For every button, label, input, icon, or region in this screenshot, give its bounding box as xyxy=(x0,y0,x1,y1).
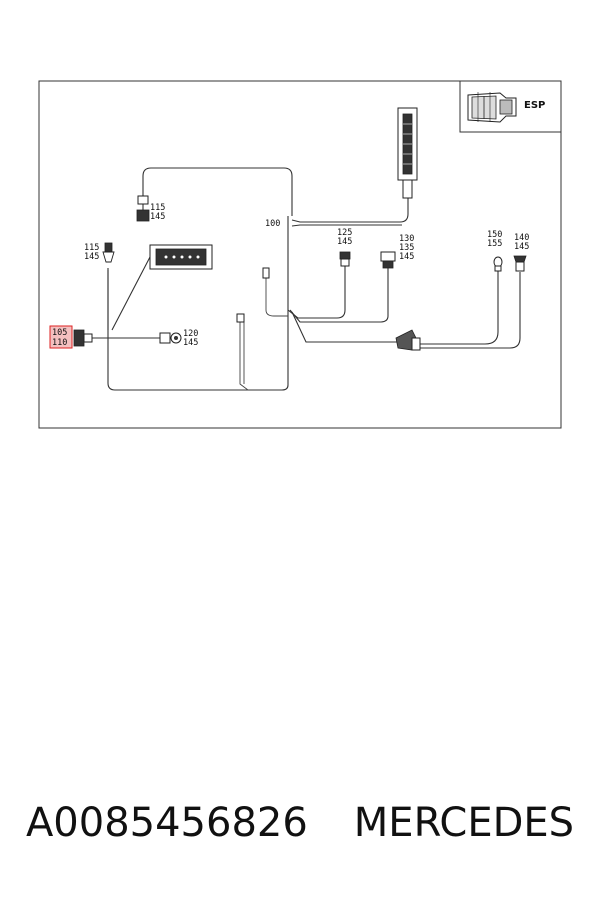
connector-115-top xyxy=(136,195,150,222)
connector-115-left xyxy=(102,242,115,263)
connector-125 xyxy=(339,251,351,267)
label-130: 130 xyxy=(399,234,414,244)
label-120: 120 xyxy=(183,329,198,339)
connector-flat-block xyxy=(149,244,213,270)
position-labels: 100 115 145 115 145 105 110 120 145 125 … xyxy=(52,203,529,348)
connector-120 xyxy=(159,332,182,344)
label-145-140: 145 xyxy=(514,242,529,252)
connector-140 xyxy=(513,255,527,272)
connector-small-inner xyxy=(236,267,270,323)
label-135: 135 xyxy=(399,243,414,253)
label-105: 105 xyxy=(52,328,67,338)
car-icon xyxy=(467,92,517,123)
label-145-125: 145 xyxy=(337,237,352,247)
esp-label: ESP xyxy=(524,100,545,111)
connector-105-110 xyxy=(49,325,93,349)
label-145-left: 145 xyxy=(84,252,99,262)
caption: A0085456826 MERCEDES xyxy=(0,800,600,860)
esp-badge: ESP xyxy=(459,80,562,133)
label-115-top: 115 xyxy=(150,203,165,213)
label-145-130: 145 xyxy=(399,252,414,262)
diagram-frame xyxy=(38,80,562,429)
label-145-top: 145 xyxy=(150,212,165,222)
label-100: 100 xyxy=(265,219,280,229)
wiring-harness xyxy=(90,167,521,391)
part-number: A0085456826 xyxy=(25,800,308,846)
label-145-120: 145 xyxy=(183,338,198,348)
label-140: 140 xyxy=(514,233,529,243)
label-150: 150 xyxy=(487,230,502,240)
label-110: 110 xyxy=(52,338,67,348)
connector-grommet xyxy=(395,329,421,351)
label-125: 125 xyxy=(337,228,352,238)
wiring-diagram: ESP xyxy=(38,80,562,429)
connector-top-vertical xyxy=(397,107,418,199)
brand-name: MERCEDES xyxy=(353,800,575,846)
label-155: 155 xyxy=(487,239,502,249)
connector-150 xyxy=(493,256,503,272)
connector-130 xyxy=(380,251,396,269)
label-115-left: 115 xyxy=(84,243,99,253)
